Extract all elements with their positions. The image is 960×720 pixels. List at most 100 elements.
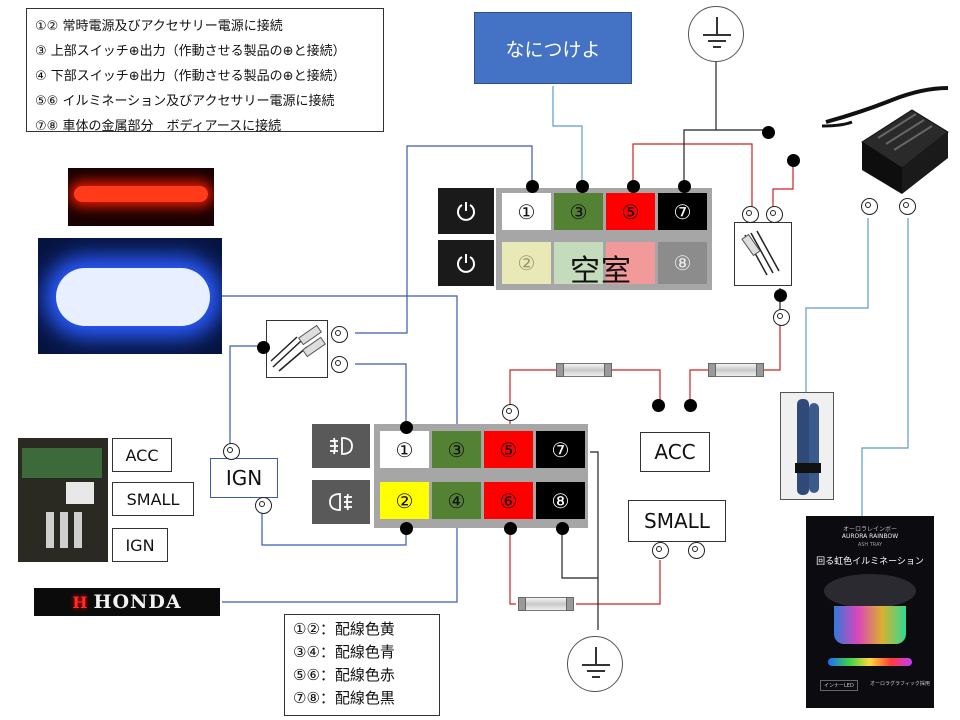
bottom-switch-button-lower[interactable] <box>312 480 370 524</box>
ring-terminal <box>331 326 348 343</box>
bottom-terminal-3: ③ <box>432 431 481 468</box>
honda-logo: H HONDA <box>34 588 220 616</box>
fuse-1 <box>556 363 612 377</box>
connection-dot <box>526 180 539 193</box>
blue-led-bar-photo <box>38 238 222 354</box>
connection-dot <box>576 180 589 193</box>
connection-dot <box>787 154 800 167</box>
wire-splice-to-ign <box>229 345 265 448</box>
callout-box: なにつけよ <box>474 12 632 84</box>
usb-cable-photo <box>780 392 834 500</box>
wire-splice-to-bottom-1 <box>355 363 407 424</box>
wire-usb-light-blue <box>805 218 869 392</box>
callout-wire <box>552 86 583 183</box>
ring-terminal <box>742 206 759 223</box>
bottom-terminal-panel: ① ③ ⑤ ⑦ ② ④ ⑥ ⑧ <box>374 424 588 528</box>
bottom-terminal-6: ⑥ <box>484 482 533 519</box>
fuse-2 <box>708 363 764 377</box>
top-switch-button-upper[interactable] <box>438 188 494 234</box>
ring-terminal <box>223 443 240 460</box>
top-switch-button-lower[interactable] <box>438 240 494 286</box>
power-icon <box>457 254 475 273</box>
connection-dot <box>504 522 517 535</box>
small-tag: SMALL <box>112 482 194 516</box>
honda-h-icon: H <box>72 592 88 612</box>
module-box-photo <box>821 82 954 200</box>
product-brand-sub: ASH TRAY <box>857 542 883 548</box>
ring-terminal <box>861 198 878 215</box>
connection-dot <box>400 522 413 535</box>
honda-logo-text: HONDA <box>93 591 182 613</box>
connection-dot <box>257 341 270 354</box>
splice-icon <box>270 324 327 372</box>
bottom-terminal-7: ⑦ <box>536 431 585 468</box>
connection-dot <box>684 399 697 412</box>
splice-icon <box>741 230 780 276</box>
ring-terminal <box>255 497 272 514</box>
top-terminal-6 <box>606 242 655 284</box>
ring-terminal <box>652 542 669 559</box>
connection-dot <box>627 180 640 193</box>
acc-label-box: ACC <box>640 432 710 472</box>
top-terminal-8: ⑧ <box>658 242 707 284</box>
ground-icon <box>582 647 610 678</box>
ring-terminal <box>688 542 705 559</box>
ring-terminal <box>331 356 348 373</box>
wire-fuse1-to-acc <box>612 369 661 405</box>
connection-dot <box>400 421 413 434</box>
power-icon <box>457 202 475 221</box>
product-brand: AURORA RAINBOW <box>841 533 899 540</box>
legend-line: ①② 常時電源及びアクセサリー電源に接続 <box>35 19 283 34</box>
wire-fuse2-to-acc <box>689 369 708 405</box>
wire-ashtray-light-blue <box>861 218 909 516</box>
bottom-terminal-1: ① <box>380 431 429 468</box>
panel-overlay-text: 空室 <box>570 254 632 289</box>
top-terminal-2: ② <box>502 242 551 284</box>
product-badge-right: オーロラグラフィック採用 <box>870 681 930 687</box>
note-line: ①②：配線色黄 <box>293 620 395 638</box>
bottom-terminal-4: ④ <box>432 482 481 519</box>
ground-symbol-bottom <box>567 636 623 692</box>
connection-dot <box>652 399 665 412</box>
wire-bottom-8-black <box>561 532 598 579</box>
connection-dot <box>678 180 691 193</box>
wire-bottom-7-black <box>590 451 599 630</box>
top-terminal-panel: ① ③ ⑤ ⑦ ② ⑧ 空室 <box>496 188 712 290</box>
wire-top-7-black <box>683 60 717 183</box>
wire-fuse3-to-small <box>576 560 661 605</box>
note-line: ③④：配線色青 <box>293 643 395 661</box>
acc-tag: ACC <box>112 438 172 472</box>
control-module-icon <box>821 86 949 194</box>
wire-red-connector <box>772 160 794 212</box>
rear-fog-light-icon <box>329 493 352 511</box>
bottom-switch-button-upper[interactable] <box>312 424 370 468</box>
legend-line: ⑤⑥ イルミネーション及びアクセサリー電源に接続 <box>35 94 335 109</box>
legend-line: ⑦⑧ 車体の金属部分 ボディアースに接続 <box>35 119 282 134</box>
wire-fuse2-to-connector <box>764 325 781 371</box>
bottom-terminal-8: ⑧ <box>536 482 585 519</box>
small-label-box: SMALL <box>628 500 726 542</box>
top-terminal-3: ③ <box>554 193 603 230</box>
ground-symbol-top <box>688 6 744 62</box>
bottom-terminal-2: ② <box>380 482 429 519</box>
connection-dot <box>762 126 775 139</box>
red-led-strip-photo <box>68 168 214 226</box>
legend-line: ③ 上部スイッチ⊕出力（作動させる製品の⊕と接続） <box>35 44 346 59</box>
splice-connector-right <box>734 222 792 286</box>
ring-terminal <box>766 206 783 223</box>
product-tagline: 回る虹色イルミネーション <box>816 557 924 567</box>
ring-terminal <box>502 404 519 421</box>
connection-dot <box>556 522 569 535</box>
top-terminal-4 <box>554 242 603 284</box>
wire-color-notes: ①②：配線色黄 ③④：配線色青 ⑤⑥：配線色赤 ⑦⑧：配線色黒 <box>284 614 440 716</box>
wire-bottom-6-red <box>509 532 516 605</box>
bottom-terminal-5: ⑤ <box>484 431 533 468</box>
top-terminal-1: ① <box>502 193 551 230</box>
top-terminal-5: ⑤ <box>606 193 655 230</box>
splice-connector-left <box>266 320 328 378</box>
product-header-small: オーロラレインボー <box>842 526 897 533</box>
wire-ign-to-bottom-2 <box>261 510 407 546</box>
wire-harness-photo <box>18 438 108 562</box>
top-terminal-7: ⑦ <box>658 193 707 230</box>
legend-line: ④ 下部スイッチ⊕出力（作動させる製品の⊕と接続） <box>35 69 346 84</box>
